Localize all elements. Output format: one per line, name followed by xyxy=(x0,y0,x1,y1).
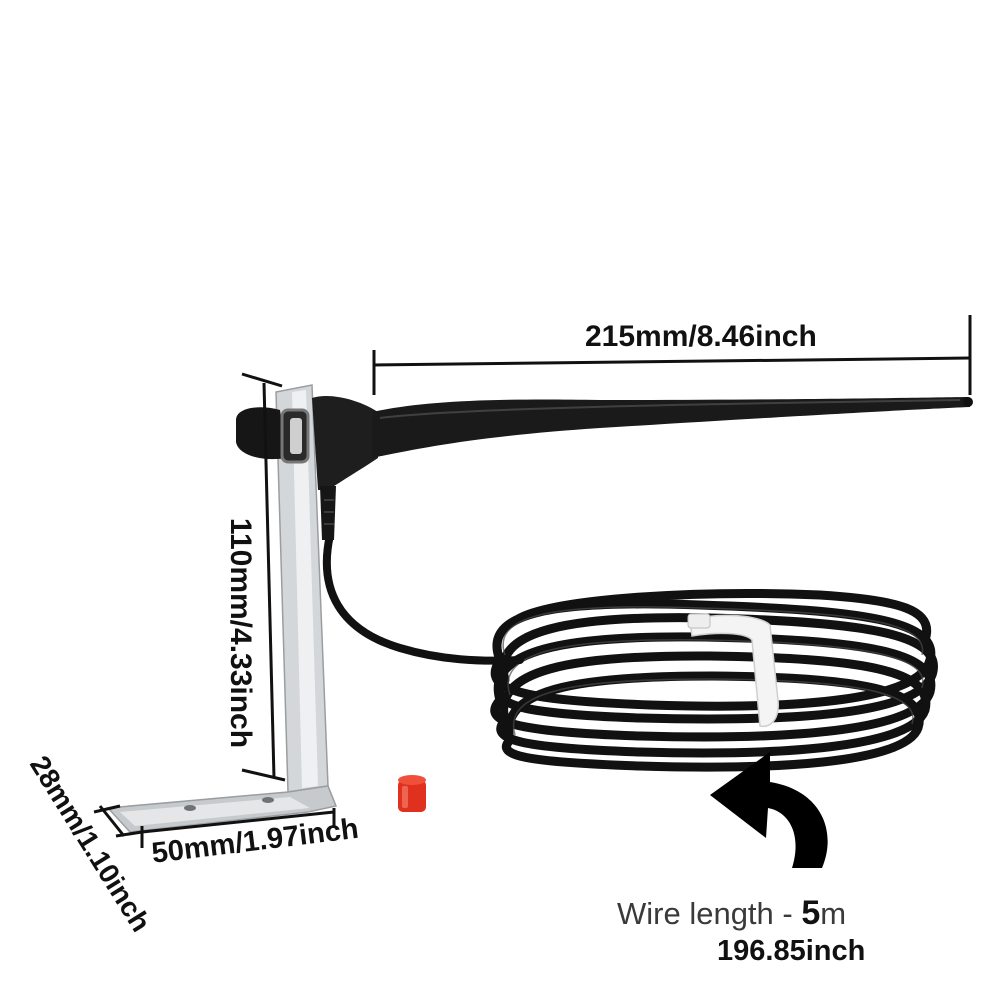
antenna-connector xyxy=(236,407,310,464)
red-cap xyxy=(398,775,426,812)
antenna xyxy=(312,395,973,540)
wire-length-label: Wire length - 5m xyxy=(617,894,846,933)
bracket-height-label: 110mm/4.33inch xyxy=(224,517,257,749)
dimension-lines xyxy=(93,315,972,848)
wire-length-prefix: Wire length - xyxy=(617,896,802,931)
wire-length-value: 5 xyxy=(801,894,821,932)
l-bracket xyxy=(106,384,338,833)
wire-length-unit: m xyxy=(820,896,847,931)
coiled-cable xyxy=(490,589,938,772)
antenna-cable xyxy=(322,531,524,665)
curved-arrow-icon xyxy=(710,752,828,868)
wire-length-inches: 196.85inch xyxy=(717,935,866,967)
cable-tie xyxy=(687,613,779,728)
antenna-length-label: 215mm/8.46inch xyxy=(585,320,817,353)
